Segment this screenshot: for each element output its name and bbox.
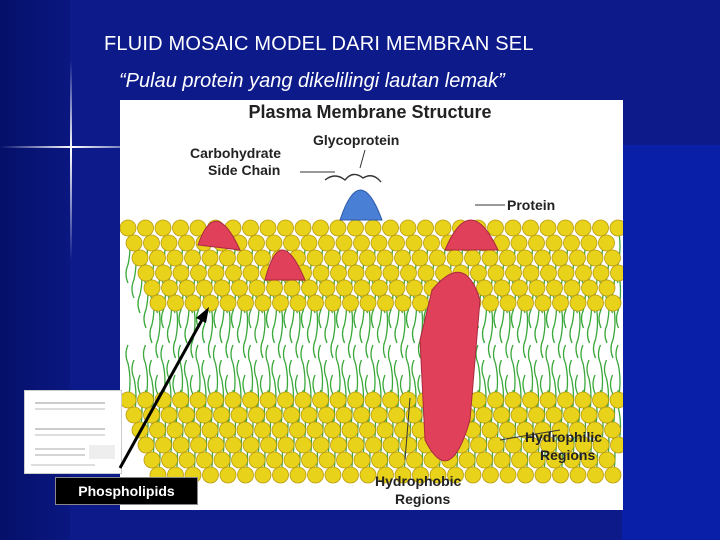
membrane-diagram: Plasma Membrane Structure Carbohydrate S… — [120, 102, 623, 507]
hydrophilic-leader — [499, 429, 561, 441]
upper-lipid-heads — [120, 219, 623, 312]
figure-heading: Plasma Membrane Structure — [248, 102, 491, 122]
slide-subtitle: “Pulau protein yang dikelilingi lautan l… — [119, 70, 505, 92]
sparkle-vertical — [70, 60, 72, 260]
protein-left — [197, 220, 241, 251]
label-hydrophobic-1: Hydrophobic — [375, 473, 462, 489]
hydrophobic-leader — [404, 397, 411, 461]
glycoprotein-shape — [339, 189, 383, 221]
label-glycoprotein: Glycoprotein — [313, 132, 399, 148]
protein-channel — [419, 271, 481, 462]
label-carbohydrate-1: Carbohydrate — [190, 145, 281, 161]
lower-lipid-heads — [120, 391, 623, 484]
slide-title: FLUID MOSAIC MODEL DARI MEMBRAN SEL — [104, 33, 534, 55]
glycoprotein-leader — [359, 149, 366, 169]
label-hydrophilic-2: Regions — [540, 447, 595, 463]
carbohydrate-chain — [324, 173, 382, 183]
label-hydrophilic-1: Hydrophilic — [525, 429, 602, 445]
protein-center — [264, 249, 306, 281]
label-carbohydrate-2: Side Chain — [208, 162, 280, 178]
sparkle-horizontal — [0, 146, 160, 148]
membrane-figure: Plasma Membrane Structure Carbohydrate S… — [120, 100, 623, 510]
label-protein: Protein — [507, 197, 555, 213]
inset-diagram — [31, 402, 115, 466]
phospholipid-inset-figure — [24, 390, 122, 474]
protein-right — [444, 219, 499, 251]
label-hydrophobic-2: Regions — [395, 491, 450, 507]
phospholipids-label: Phospholipids — [55, 477, 198, 505]
background-right-panel — [622, 145, 720, 540]
